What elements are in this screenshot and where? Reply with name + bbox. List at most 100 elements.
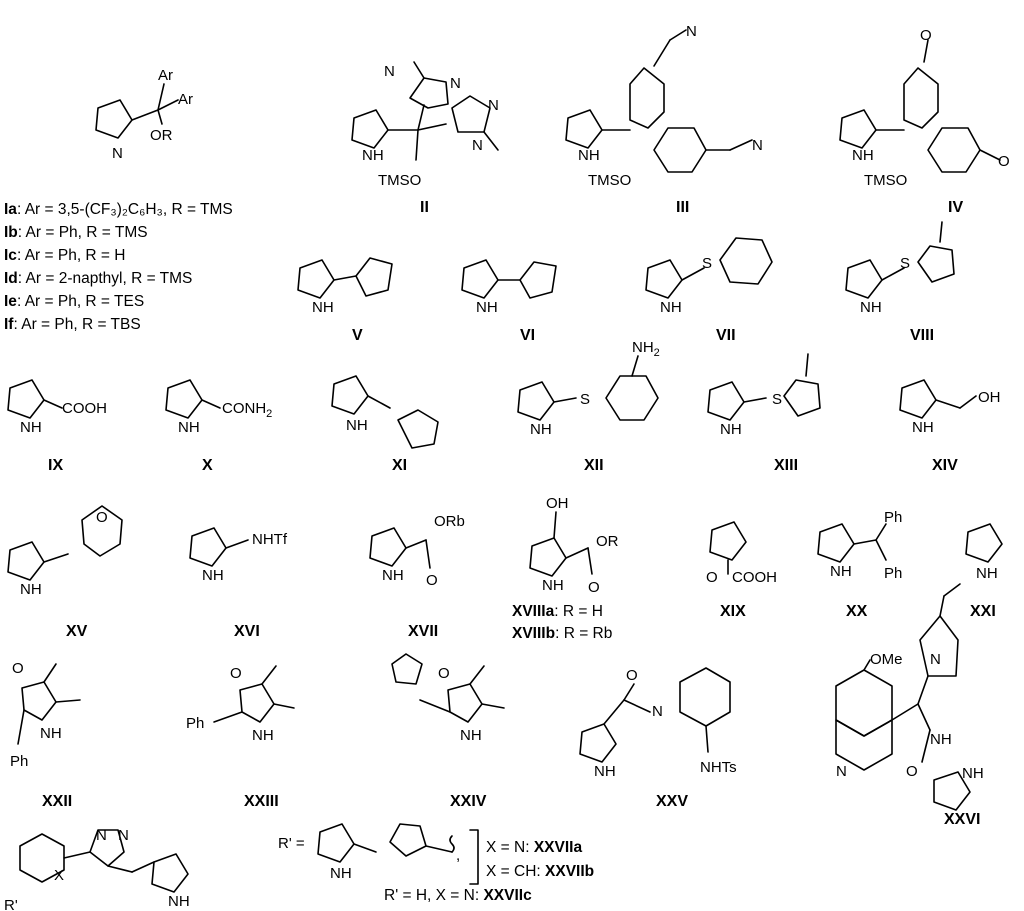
atom-nh: NH: [594, 763, 616, 780]
atom-ph: Ph: [884, 565, 902, 582]
variant-cond: X = CH:: [486, 863, 545, 880]
label-xiv: XIV: [932, 457, 958, 474]
structure-XXIV: O NH: [391, 653, 505, 744]
structure-XIII: S NH: [707, 353, 821, 438]
variant-text: : Ar = 2-napthyl, R = TMS: [18, 270, 193, 287]
atom-nh: NH: [530, 421, 552, 438]
label-xi: XI: [392, 457, 407, 474]
variant-text: : R = H: [554, 603, 603, 620]
structure-XVI: NHTf NH: [189, 527, 288, 584]
atom-oh: OH: [978, 389, 1001, 406]
label-xiii: XIII: [774, 457, 798, 474]
atom-o: O: [12, 660, 24, 677]
label-xxiii: XXIII: [244, 793, 279, 810]
atom-o: O: [706, 569, 718, 586]
label-xv: XV: [66, 623, 88, 640]
label-xxii: XXII: [42, 793, 72, 810]
variant-label: XXVIIb: [545, 863, 594, 880]
label-xix: XIX: [720, 603, 746, 620]
svg-text:Ib: Ar = Ph, R = TMS: Ib: Ar = Ph, R = TMS: [4, 224, 148, 241]
structure-III: N N NH TMSO: [565, 23, 763, 189]
atom-cooh: COOH: [62, 400, 107, 417]
atom-o: O: [426, 572, 438, 589]
structure-XVII: ORb O NH: [369, 513, 465, 589]
atom-nh: NH: [976, 565, 998, 582]
variant-text: : Ar = Ph, R = TBS: [13, 316, 140, 333]
structure-II: N N N N NH TMSO: [351, 61, 499, 189]
svg-text:Ie: Ar = Ph, R = TES: Ie: Ar = Ph, R = TES: [4, 293, 144, 310]
label-xvii: XVII: [408, 623, 438, 640]
atom-nh: NH: [660, 299, 682, 316]
label-vi: VI: [520, 327, 535, 344]
atom-rprime: R': [4, 897, 18, 911]
atom-o: O: [998, 153, 1010, 170]
atom-o: O: [906, 763, 918, 780]
label-v: V: [352, 327, 363, 344]
atom-n: N: [118, 827, 129, 844]
atom-tmso: TMSO: [588, 172, 631, 189]
atom-nhts: NHTs: [700, 759, 737, 776]
structure-XXII: O Ph NH: [10, 660, 81, 770]
atom-o: O: [438, 665, 450, 682]
svg-text:If: Ar = Ph, R = TBS: If: Ar = Ph, R = TBS: [4, 316, 141, 333]
atom-nh: NH: [312, 299, 334, 316]
variants-I: Ia: Ar = 3,5-(CF₃)₂C₆H₃, R = TMS Ib: Ar …: [4, 201, 233, 333]
atom-o: O: [96, 509, 108, 526]
variant-label: Ie: [4, 293, 17, 310]
atom-s: S: [900, 255, 910, 272]
atom-nh: NH: [476, 299, 498, 316]
atom-n: N: [752, 137, 763, 154]
structure-XII: S NH2 NH: [517, 339, 660, 438]
structure-XVIII: OH OR O NH: [529, 495, 619, 596]
variant-label: Ib: [4, 224, 18, 241]
structure-I: Ar Ar OR N: [95, 67, 193, 162]
variants-XVIII: XVIIIa: R = H XVIIIb: R = Rb: [512, 603, 612, 642]
atom-nh: NH: [542, 577, 564, 594]
svg-text:X = CH: XXVIIb: X = CH: XXVIIb: [486, 863, 594, 880]
label-iii: III: [676, 199, 689, 216]
structure-VI: NH: [461, 259, 557, 316]
label-ix: IX: [48, 457, 63, 474]
atom-s: S: [702, 255, 712, 272]
atom-nh: NH: [860, 299, 882, 316]
atom-nh: NH: [330, 865, 352, 882]
atom-or: OR: [596, 533, 619, 550]
atom-nh2-text: NH: [632, 339, 654, 356]
label-xxiv: XXIV: [450, 793, 487, 810]
atom-nh: NH: [252, 727, 274, 744]
atom-n: N: [472, 137, 483, 154]
atom-n: N: [384, 63, 395, 80]
atom-conh2: CONH2: [222, 400, 272, 420]
structure-IV: O O NH TMSO: [839, 27, 1010, 189]
atom-nh: NH: [830, 563, 852, 580]
variant-text: : Ar = 3,5-(CF₃)₂C₆H₃, R = TMS: [17, 201, 233, 218]
svg-text:,: ,: [456, 847, 460, 864]
svg-text:X = N: XXVIIa: X = N: XXVIIa: [486, 839, 582, 856]
structure-XIV: OH NH: [899, 379, 1001, 436]
atom-ph: Ph: [10, 753, 28, 770]
atom-ar: Ar: [158, 67, 173, 84]
variant-text: : R = Rb: [555, 625, 612, 642]
svg-text:XVIIIb: R = Rb: XVIIIb: R = Rb: [512, 625, 612, 642]
atom-n: N: [488, 97, 499, 114]
label-iv: IV: [948, 199, 963, 216]
label-ii: II: [420, 199, 429, 216]
atom-nh: NH: [168, 893, 190, 910]
variant-cond: R' = H, X = N:: [384, 887, 483, 904]
compound-labels: II III IV V VI VII VIII IX X XI XII XIII…: [42, 199, 996, 828]
atom-nh: NH: [178, 419, 200, 436]
variant-label: XVIIIb: [512, 625, 555, 642]
variant-label: Id: [4, 270, 18, 287]
structure-XXVII: X R' N N NH: [4, 827, 190, 911]
atom-nh: NH: [578, 147, 600, 164]
atom-o: O: [626, 667, 638, 684]
structure-VII: S NH: [645, 237, 773, 316]
label-x: X: [202, 457, 213, 474]
atom-nh: NH: [40, 725, 62, 742]
structure-XXVI: OMe N NH O NH N: [835, 583, 984, 811]
variant-text: : Ar = Ph, R = TES: [17, 293, 144, 310]
structure-X: CONH2 NH: [165, 379, 272, 436]
atom-n: N: [930, 651, 941, 668]
atom-nh: NH: [346, 417, 368, 434]
